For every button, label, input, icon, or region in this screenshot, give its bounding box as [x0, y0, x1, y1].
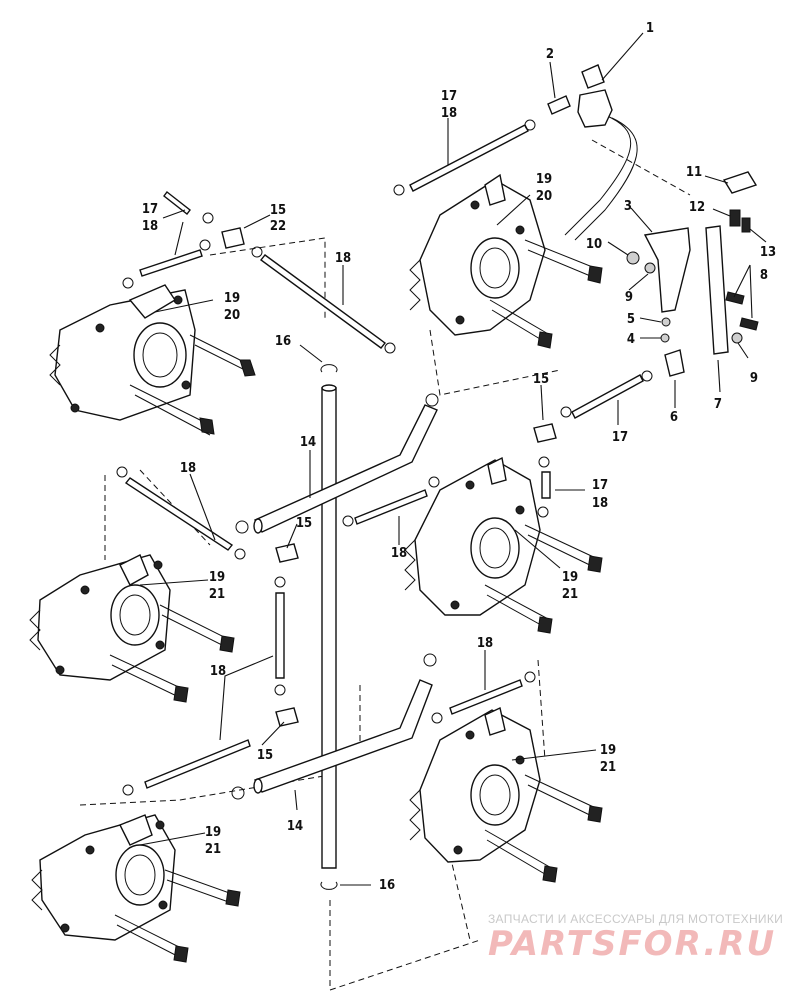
carburetor-bottom-left — [31, 814, 241, 963]
callout-21-lower-right: 21 — [600, 760, 616, 775]
callout-7: 7 — [714, 397, 722, 412]
callout-15-right: 15 — [533, 372, 549, 387]
callout-18-lower-right: 18 — [477, 636, 493, 651]
callout-18-top: 18 — [441, 106, 457, 121]
callout-21-lower-left: 21 — [205, 842, 221, 857]
carburetor-middle-left — [29, 554, 235, 703]
callout-11: 11 — [686, 165, 702, 180]
small-hardware — [116, 64, 759, 890]
callout-19-lower-left: 19 — [205, 825, 221, 840]
leader-lines — [139, 32, 767, 886]
callout-18-left: 18 — [142, 219, 158, 234]
carburetor-bottom-right — [409, 706, 603, 883]
callout-19-middle-right: 19 — [562, 570, 578, 585]
callout-3: 3 — [624, 199, 632, 214]
callout-18-lower-left: 18 — [210, 664, 226, 679]
callout-13: 13 — [760, 245, 776, 260]
callout-18-top-middle: 18 — [335, 251, 351, 266]
callout-18-middle-left: 18 — [180, 461, 196, 476]
callout-15-lower: 15 — [257, 748, 273, 763]
callout-19-top-left: 19 — [224, 291, 240, 306]
callout-12: 12 — [689, 200, 705, 215]
callout-9-upper: 9 — [625, 290, 633, 305]
callout-20-top-right: 20 — [536, 189, 552, 204]
connector-rods — [124, 124, 644, 789]
callout-labels: 1 2 3 4 5 6 7 8 9 9 10 11 12 13 14 14 15… — [142, 21, 776, 893]
watermark-tagline: ЗАПЧАСТИ И АКСЕССУАРЫ ДЛЯ МОТОТЕХНИКИ — [488, 912, 784, 926]
callout-19-middle-left: 19 — [209, 570, 225, 585]
carburetor-middle-right — [404, 456, 603, 634]
callout-19-lower-right: 19 — [600, 743, 616, 758]
callout-16-upper: 16 — [275, 334, 291, 349]
carburetor-top-right — [409, 173, 603, 349]
callout-18-middle-right: 18 — [592, 496, 608, 511]
callout-20-top-left: 20 — [224, 308, 240, 323]
callout-17-middle: 17 — [592, 478, 608, 493]
callout-19-top-right: 19 — [536, 172, 552, 187]
watermark: ЗАПЧАСТИ И АКСЕССУАРЫ ДЛЯ МОТОТЕХНИКИ PA… — [488, 912, 788, 962]
callout-14-upper: 14 — [300, 435, 316, 450]
callout-21-middle-right: 21 — [562, 587, 578, 602]
callout-4: 4 — [627, 332, 635, 347]
callout-17-top: 17 — [441, 89, 457, 104]
callout-22: 22 — [270, 219, 286, 234]
callout-10: 10 — [586, 237, 602, 252]
callout-2: 2 — [546, 47, 554, 62]
callout-9-lower: 9 — [750, 371, 758, 386]
callout-14-lower: 14 — [287, 819, 303, 834]
callout-18-center: 18 — [391, 546, 407, 561]
carburetor-top-left — [49, 284, 256, 436]
callout-5: 5 — [627, 312, 635, 327]
callout-17-right: 17 — [612, 430, 628, 445]
fuel-hoses — [253, 114, 638, 869]
callout-8: 8 — [760, 268, 768, 283]
callout-15-middle: 15 — [296, 516, 312, 531]
watermark-logo: PARTSFOR.RU — [488, 924, 777, 964]
callout-1: 1 — [646, 21, 654, 36]
callout-16-lower: 16 — [379, 878, 395, 893]
callout-21-middle-left: 21 — [209, 587, 225, 602]
callout-17-left: 17 — [142, 202, 158, 217]
callout-15-top-left: 15 — [270, 203, 286, 218]
callout-6: 6 — [670, 410, 678, 425]
